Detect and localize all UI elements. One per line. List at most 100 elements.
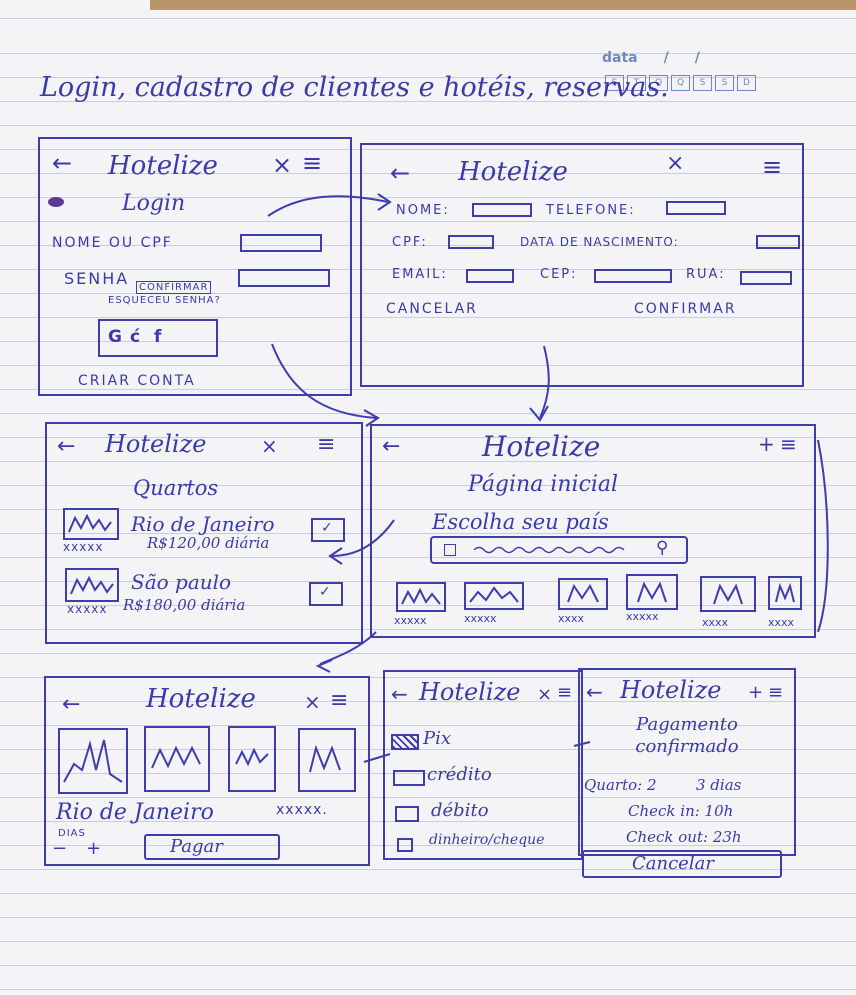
checkin-time: Check in: 10h bbox=[628, 802, 734, 820]
back-arrow-icon[interactable]: ← bbox=[57, 434, 76, 459]
menu-icon[interactable]: ≡ bbox=[768, 682, 784, 703]
brand-logo: Hotelize bbox=[108, 151, 218, 181]
hotel-card-image[interactable] bbox=[396, 582, 446, 612]
name-label: NOME: bbox=[396, 203, 450, 218]
birthdate-input[interactable] bbox=[756, 235, 800, 249]
google-login-icon[interactable]: G bbox=[108, 327, 122, 347]
menu-icon[interactable]: ≡ bbox=[762, 153, 783, 181]
menu-icon[interactable]: ≡ bbox=[330, 688, 349, 713]
forgot-password-link[interactable]: ESQUECEU SENHA? bbox=[108, 295, 221, 306]
check-icon: ✓ bbox=[319, 584, 331, 600]
room-thumbnail[interactable] bbox=[63, 508, 119, 540]
debit-option-label[interactable]: débito bbox=[431, 800, 489, 821]
credit-option-label[interactable]: crédito bbox=[427, 764, 492, 785]
user-input[interactable] bbox=[240, 234, 322, 252]
magnifier-icon[interactable]: ⚲ bbox=[656, 538, 669, 558]
back-arrow-icon[interactable]: ← bbox=[382, 434, 401, 459]
close-icon[interactable]: × bbox=[272, 151, 293, 179]
close-icon[interactable]: × bbox=[537, 684, 553, 705]
arrow-home-to-rooms bbox=[331, 519, 395, 557]
back-arrow-icon[interactable]: ← bbox=[391, 682, 408, 706]
room-name: Rio de Janeiro bbox=[131, 512, 275, 536]
weekday: Q bbox=[649, 75, 668, 91]
facebook-login-icon[interactable]: f bbox=[154, 327, 162, 347]
room-stars: xxxxx bbox=[63, 540, 104, 554]
checkout-time: Check out: 23h bbox=[626, 828, 742, 846]
stay-days: 3 dias bbox=[696, 776, 742, 794]
phone-input[interactable] bbox=[666, 201, 726, 215]
back-arrow-icon[interactable]: ← bbox=[390, 159, 411, 187]
menu-icon[interactable]: ≡ bbox=[302, 149, 323, 177]
days-plus-button[interactable]: + bbox=[86, 838, 102, 859]
confirm-button[interactable]: CONFIRMAR bbox=[634, 301, 737, 317]
brand-logo: Hotelize bbox=[419, 678, 521, 706]
cash-option-label[interactable]: dinheiro/cheque bbox=[429, 832, 545, 848]
debit-radio[interactable] bbox=[395, 806, 419, 822]
filter-icon[interactable] bbox=[444, 544, 456, 556]
cancel-button[interactable]: CANCELAR bbox=[386, 301, 478, 317]
plus-icon[interactable]: + bbox=[748, 682, 764, 703]
menu-icon[interactable]: ≡ bbox=[780, 432, 797, 456]
street-label: RUA: bbox=[686, 267, 726, 282]
cpf-input[interactable] bbox=[448, 235, 494, 249]
close-icon[interactable]: × bbox=[261, 434, 278, 458]
phone-label: TELEFONE: bbox=[546, 203, 636, 218]
plus-icon[interactable]: + bbox=[758, 432, 775, 456]
room-checkbox[interactable]: ✓ bbox=[311, 518, 345, 542]
password-input[interactable] bbox=[238, 269, 330, 287]
apple-login-icon[interactable]: ć bbox=[130, 327, 141, 347]
user-label: NOME OU CPF bbox=[52, 235, 173, 251]
pay-button[interactable]: Pagar bbox=[144, 834, 280, 860]
social-login-box: G ć f bbox=[98, 319, 218, 357]
cep-label: CEP: bbox=[540, 267, 578, 282]
weekday: S bbox=[693, 75, 712, 91]
cep-input[interactable] bbox=[594, 269, 672, 283]
back-arrow-icon[interactable]: ← bbox=[62, 692, 81, 717]
hotel-card-image[interactable] bbox=[558, 578, 608, 610]
payment-confirmed-screen: ← Hotelize + ≡ Pagamento confirmado Quar… bbox=[578, 668, 796, 856]
email-label: EMAIL: bbox=[392, 267, 448, 282]
hotel-photo[interactable] bbox=[298, 728, 356, 792]
days-minus-button[interactable]: − bbox=[52, 838, 68, 859]
room-thumbnail[interactable] bbox=[65, 568, 119, 602]
hotel-card-image[interactable] bbox=[700, 576, 756, 612]
room-price: R$120,00 diária bbox=[147, 534, 270, 552]
pix-radio[interactable] bbox=[391, 734, 419, 750]
confirm-button[interactable]: CONFIRMAR bbox=[136, 281, 212, 294]
brand-logo: Hotelize bbox=[146, 684, 256, 714]
weekday: T bbox=[627, 75, 646, 91]
hotel-photo[interactable] bbox=[228, 726, 276, 792]
hotel-card-image[interactable] bbox=[768, 576, 802, 610]
rooms-screen: ← Hotelize × ≡ Quartos xxxxx Rio de Jane… bbox=[45, 422, 363, 644]
rooms-heading: Quartos bbox=[133, 476, 219, 500]
menu-icon[interactable]: ≡ bbox=[317, 432, 336, 457]
pix-option-label[interactable]: Pix bbox=[423, 728, 452, 749]
cancel-booking-button[interactable]: Cancelar bbox=[582, 850, 782, 878]
place-stars: xxxxx. bbox=[276, 802, 328, 818]
back-arrow-icon[interactable]: ← bbox=[586, 680, 603, 704]
brand-logo: Hotelize bbox=[482, 430, 601, 463]
create-account-link[interactable]: CRIAR CONTA bbox=[78, 373, 196, 389]
credit-radio[interactable] bbox=[393, 770, 425, 786]
cancel-booking-label: Cancelar bbox=[632, 853, 714, 874]
back-arrow-icon[interactable]: ← bbox=[52, 149, 73, 177]
hotel-card-image[interactable] bbox=[626, 574, 678, 610]
search-bar[interactable]: ⚲ bbox=[430, 536, 688, 564]
arrow-rooms-to-detail bbox=[319, 631, 377, 665]
hotel-card-image[interactable] bbox=[464, 582, 524, 610]
arrow-login-to-home bbox=[271, 343, 377, 419]
arrow-login-to-register bbox=[267, 195, 389, 217]
arrow-payment-to-confirm bbox=[573, 741, 591, 747]
close-icon[interactable]: × bbox=[304, 690, 321, 714]
hotel-card-stars: xxxx bbox=[768, 616, 795, 629]
email-input[interactable] bbox=[466, 269, 514, 283]
room-checkbox[interactable]: ✓ bbox=[309, 582, 343, 606]
cash-radio[interactable] bbox=[397, 838, 413, 852]
hotel-photo[interactable] bbox=[144, 726, 210, 792]
hotel-photo[interactable] bbox=[58, 728, 128, 794]
street-input[interactable] bbox=[740, 271, 792, 285]
name-input[interactable] bbox=[472, 203, 532, 217]
table-edge bbox=[150, 0, 856, 10]
close-icon[interactable]: × bbox=[666, 151, 685, 176]
menu-icon[interactable]: ≡ bbox=[557, 682, 573, 703]
